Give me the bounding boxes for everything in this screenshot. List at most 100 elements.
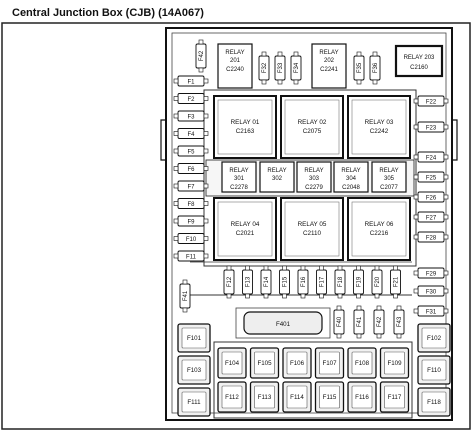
maxi-grid-label: F104 — [225, 360, 240, 367]
relay-name: RELAY 04 — [231, 221, 260, 228]
top-relay-relay-202 — [311, 43, 347, 89]
fuse-terminal — [443, 174, 449, 180]
relay-relay-04 — [213, 197, 277, 261]
relay-name: RELAY 06 — [365, 221, 394, 228]
fuse-terminal — [443, 234, 449, 240]
fuse-terminal — [356, 51, 362, 57]
fuse-terminal — [337, 265, 343, 271]
relay-number: 303 — [309, 176, 320, 182]
lower-fuse-label: F40 — [337, 316, 343, 327]
lower-fuse-label: F43 — [397, 316, 403, 327]
left-fuse-label: F8 — [187, 202, 195, 208]
maxi-right-label: F102 — [427, 335, 442, 342]
maxi-grid-label: F117 — [388, 394, 402, 401]
maxi-fuse-inner — [286, 351, 308, 375]
fuse-terminal — [198, 39, 204, 45]
fuse-terminal — [173, 113, 179, 119]
relay-name: RELAY — [341, 168, 360, 174]
fuse-terminal — [300, 293, 306, 299]
fuse-terminal — [356, 293, 361, 299]
maxi-fuse-inner — [221, 385, 243, 409]
top-fuse-label: F35 — [357, 62, 363, 73]
fuse-terminal — [413, 234, 419, 240]
box-inner-outline — [171, 32, 447, 414]
fuse-terminal — [173, 166, 179, 171]
fuse-terminal — [203, 218, 209, 224]
right-fuse-label: F27 — [426, 216, 437, 222]
maxi-left-label: F101 — [187, 335, 202, 342]
fuse-terminal — [336, 305, 342, 311]
fuse-terminal — [372, 51, 378, 57]
mini-relay-relay-305 — [371, 161, 407, 193]
maxi-fuse-inner — [384, 385, 405, 409]
relay-inner — [351, 201, 407, 257]
top-relay-relay-201 — [217, 43, 253, 89]
fuse-terminal — [203, 131, 209, 136]
fuse-terminal — [443, 288, 449, 294]
right-fuse-label: F24 — [426, 156, 437, 162]
fuse-terminal — [300, 265, 306, 271]
lower-left-fuse-label: F41 — [183, 290, 189, 301]
maxi-fuse-inner — [221, 351, 243, 375]
fuse-terminal — [203, 96, 209, 101]
relay-connector: C2021 — [236, 230, 255, 237]
fuse-terminal — [336, 333, 342, 339]
relay-inner — [217, 201, 273, 257]
maxi-fuse-inner — [421, 391, 447, 413]
fuse-terminal — [376, 333, 382, 339]
maxi-fuse-inner — [254, 351, 275, 375]
relay-number: 302 — [272, 176, 283, 182]
fuse-f401-label: F401 — [276, 321, 291, 328]
mini-relay-relay-303 — [296, 161, 332, 193]
maxi-fuse-inner — [286, 385, 308, 409]
right-fuse-label: F26 — [426, 196, 437, 202]
maxi-fuse-inner — [254, 385, 275, 409]
relay-connector: C2241 — [320, 67, 338, 73]
relay-name: RELAY — [379, 168, 398, 174]
fuse-terminal — [356, 79, 362, 85]
right-fuse-label: F28 — [426, 236, 437, 242]
left-fuse-label: F3 — [187, 115, 195, 121]
fuse-terminal — [173, 236, 179, 241]
relay-name: RELAY 01 — [231, 119, 260, 126]
maxi-fuse-inner — [319, 385, 340, 409]
fuse-terminal — [263, 293, 269, 299]
maxi-fuse-inner — [421, 359, 447, 381]
fuse-terminal — [393, 265, 398, 271]
maxi-grid-label: F109 — [387, 360, 402, 367]
relay-inner — [217, 99, 273, 155]
relay-relay-03 — [347, 95, 411, 159]
mini-relay-relay-302 — [259, 161, 295, 193]
fuse-f401-holder — [235, 307, 331, 339]
fuse-terminal — [393, 293, 398, 299]
fuse-terminal — [376, 305, 382, 311]
relay-number: 202 — [324, 58, 335, 64]
outer-frame — [1, 22, 471, 430]
fuse-terminal — [413, 288, 419, 294]
fuse-terminal — [203, 201, 209, 206]
relay-connector: C2048 — [342, 185, 360, 191]
row-fuse-label: F18 — [338, 276, 344, 287]
relay-connector: C2216 — [370, 230, 389, 237]
fuse-terminal — [203, 113, 209, 119]
fuse-terminal — [374, 293, 380, 299]
relay-number: 304 — [346, 176, 357, 182]
relay-inner — [284, 201, 340, 257]
row-fuse-label: F12 — [227, 276, 233, 287]
fuse-terminal — [443, 154, 449, 160]
relay-inner — [351, 99, 407, 155]
box-outline — [165, 27, 453, 421]
lower-fuse-label: F42 — [377, 316, 383, 327]
maxi-grid-label: F116 — [355, 394, 369, 401]
maxi-fuse-inner — [351, 385, 373, 409]
relay-relay-01 — [213, 95, 277, 159]
relay-name: RELAY 03 — [365, 119, 394, 126]
fuse-terminal — [337, 293, 343, 299]
fuse-terminal — [245, 265, 250, 271]
relay-connector: C2160 — [410, 65, 428, 71]
fuse-terminal — [413, 154, 419, 160]
left-fuse-label: F1 — [187, 80, 195, 86]
relay-name: RELAY 05 — [298, 221, 327, 228]
relay-connector: C2279 — [305, 185, 323, 191]
